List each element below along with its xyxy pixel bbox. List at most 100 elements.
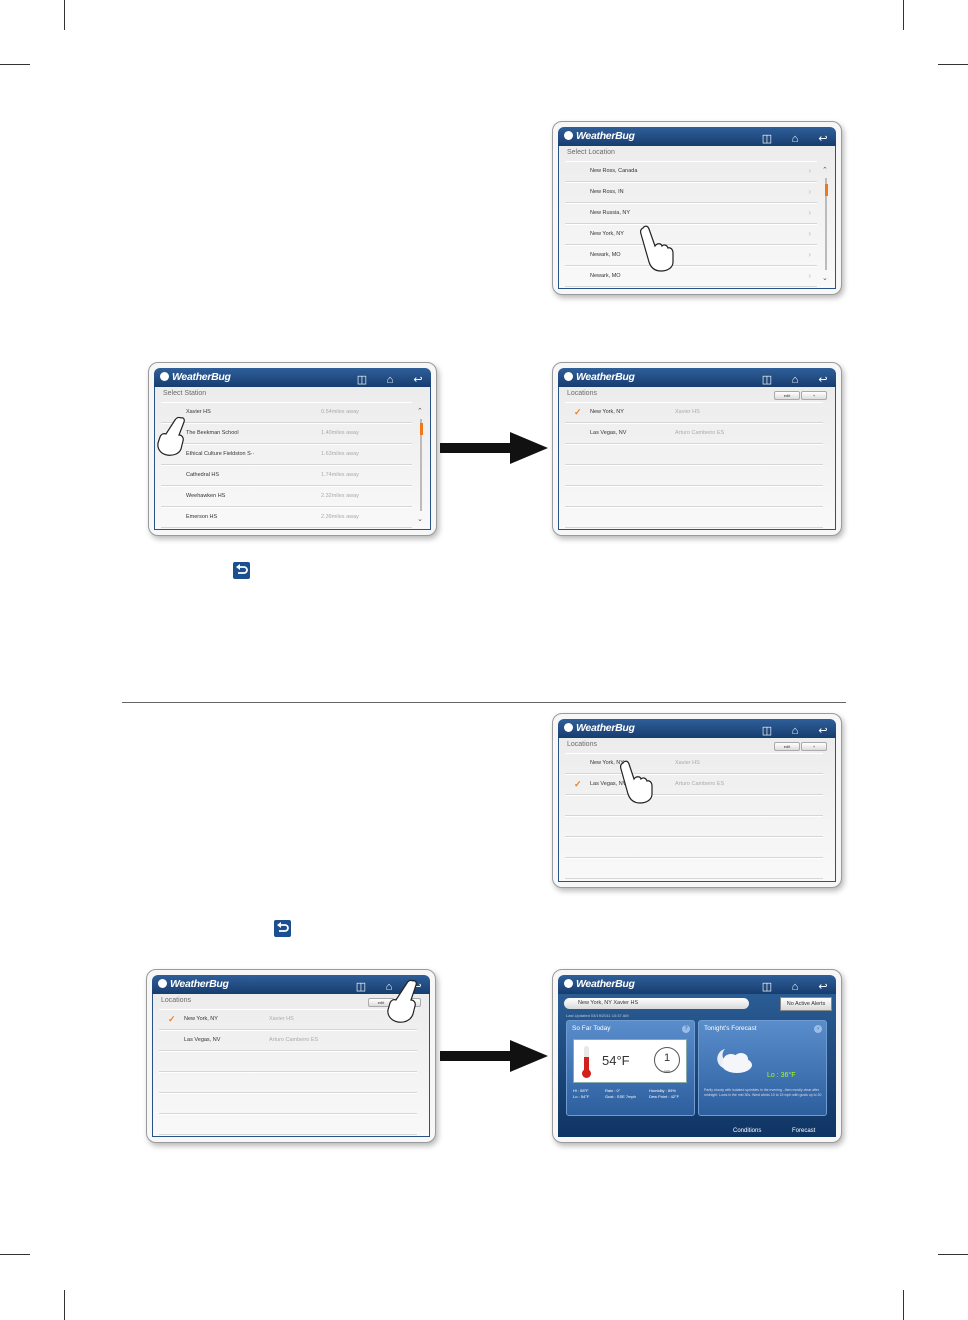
home-icon[interactable]: ⌂ [791,133,799,145]
section-divider [122,702,846,703]
edit-button[interactable]: edit [774,742,800,751]
tab-conditions[interactable]: Conditions [733,1128,762,1134]
add-button[interactable]: + [801,742,827,751]
list-item [159,1051,417,1072]
card-title: So Far Today [572,1025,611,1032]
scrollbar[interactable]: ⌃⌄ [417,407,425,523]
widget-icon[interactable]: ◫ [355,981,367,993]
list-item [159,1072,417,1093]
home-icon[interactable]: ⌂ [791,725,799,737]
chevron-right-icon: › [808,187,811,196]
chevron-right-icon: › [808,166,811,175]
back-icon[interactable]: ↩ [413,374,423,386]
title-bar: WeatherBug ◫ ⌂ ↩ [154,368,431,387]
widget-icon[interactable]: ◫ [761,374,773,386]
home-icon[interactable]: ⌂ [385,981,393,993]
crop-mark [938,64,968,65]
list-item[interactable]: Newark, MO› [565,245,817,266]
hand-pointer-icon [387,979,417,1023]
screen-locations-back: WeatherBug ◫⌂↩ Locations edit+ ✓New York… [146,969,436,1143]
back-icon [233,562,250,579]
chevron-down-icon[interactable]: ⌄ [417,516,423,523]
list-item [159,1093,417,1114]
app-logo: WeatherBug [158,978,229,990]
hand-pointer-icon [640,225,674,272]
screen-locations: WeatherBug ◫⌂↩ Locations edit+ ✓New York… [552,362,842,536]
crop-mark [903,1290,904,1320]
arrow-right-icon [440,1040,548,1072]
chevron-down-icon[interactable]: ⌄ [822,275,828,282]
weatherbug-logo-icon [160,372,169,381]
home-icon[interactable]: ⌂ [791,374,799,386]
back-icon[interactable]: ↩ [818,374,828,386]
alerts-button[interactable]: No Active Alerts [780,997,832,1011]
scrollbar[interactable]: ⌃⌄ [822,166,830,282]
list-item[interactable]: New Ross, Canada› [565,161,817,182]
back-icon[interactable]: ↩ [818,133,828,145]
list-item[interactable]: Ethical Culture Fieldston S··1.63miles a… [161,444,412,465]
weatherbug-logo-icon [564,979,573,988]
panel-title: Locations [567,741,597,748]
cloud-moon-icon [717,1049,752,1073]
edit-button[interactable]: edit [774,391,800,400]
home-icon[interactable]: ⌂ [791,981,799,993]
widget-icon[interactable]: ◫ [761,725,773,737]
app-logo: WeatherBug [160,371,231,383]
widget-icon[interactable]: ◫ [761,981,773,993]
panel-title: Locations [567,390,597,397]
card-title: Tonight's Forecast [704,1025,757,1032]
list-item [565,837,823,858]
app-logo: WeatherBug [564,722,635,734]
widget-icon[interactable]: ◫ [761,133,773,145]
add-button[interactable]: + [801,391,827,400]
list-item [565,816,823,837]
checkmark-icon: ✓ [574,779,582,789]
chevron-right-icon: › [808,208,811,217]
weatherbug-logo-icon [158,979,167,988]
chevron-right-icon[interactable]: › [814,1025,822,1033]
checkmark-icon: ✓ [168,1014,176,1024]
location-selector[interactable]: New York, NY Xavier HS [564,998,749,1009]
crop-mark [0,64,30,65]
weatherbug-logo-icon [564,131,573,140]
tab-forecast[interactable]: Forecast [792,1128,816,1134]
rain-gust: Rain : 0"Gust : SSE 7mph [605,1088,636,1099]
chevron-up-icon[interactable]: ⌃ [417,408,423,415]
chevron-right-icon: › [808,229,811,238]
crop-mark [64,1290,65,1320]
panel-title: Select Location [567,149,615,156]
crop-mark [0,1254,30,1255]
title-bar: WeatherBug ◫⌂↩ [558,127,836,146]
arrow-right-icon [440,432,548,464]
title-bar: WeatherBug ◫ ⌂ ↩ [558,719,836,738]
back-icon[interactable]: ↩ [818,725,828,737]
panel-title: Locations [161,997,191,1004]
list-item[interactable]: New Russia, NY› [565,203,817,224]
back-icon[interactable]: ↩ [412,981,422,993]
list-item[interactable]: New York, NY› [565,224,817,245]
back-icon[interactable]: ↩ [818,981,828,993]
help-icon[interactable]: ? [682,1025,690,1033]
list-item[interactable]: New Ross, IN› [565,182,817,203]
list-item[interactable]: Newark, MO› [565,266,817,287]
chevron-up-icon[interactable]: ⌃ [822,167,828,174]
widget-icon[interactable]: ◫ [356,374,368,386]
home-icon[interactable]: ⌂ [386,374,394,386]
tonights-forecast-card[interactable]: Tonight's Forecast › Lo : 36°F Partly cl… [698,1020,827,1116]
